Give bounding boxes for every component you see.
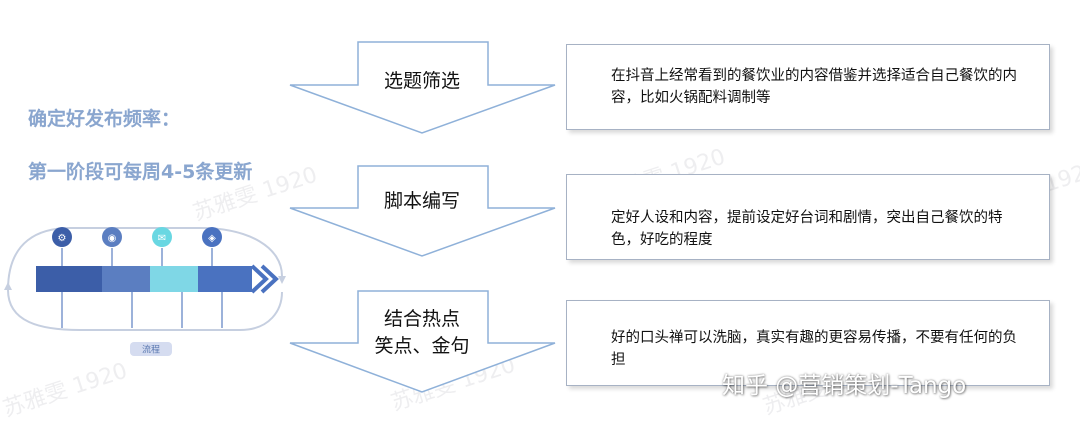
gear-icon: ⚙ [58, 233, 67, 244]
flow-step-circle [102, 227, 122, 247]
description-text: 好的口头禅可以洗脑，真实有趣的更容易传播，不要有任何的负担 [611, 330, 1017, 368]
step-arrow-1 [289, 41, 556, 134]
description-box: 好的口头禅可以洗脑，真实有趣的更容易传播，不要有任何的负担 [566, 300, 1050, 386]
flow-badge-label: 流程 [142, 344, 160, 356]
flow-ring-bottom [7, 289, 283, 331]
flow-step-circle [52, 227, 72, 247]
step-label-script-writing: 脚本编写 [383, 190, 460, 212]
flow-bar-segment [102, 266, 150, 292]
flow-badge [130, 342, 172, 356]
step-label-topic-selection: 选题筛选 [383, 70, 460, 92]
step-arrow-2 [289, 165, 556, 257]
step-label-hotspots: 结合热点 笑点、金句 [323, 306, 521, 360]
flow-bar-segment [36, 266, 102, 292]
flow-ring-top [7, 227, 283, 291]
layers-icon: ◈ [208, 233, 216, 244]
frequency-subheading: 第一阶段可每周4-5条更新 [28, 161, 253, 183]
user-icon: ◉ [108, 233, 117, 244]
flow-ring-arrowhead [4, 282, 12, 290]
flow-step-circle [202, 227, 222, 247]
description-box: 在抖音上经常看到的餐饮业的内容借鉴并选择适合自己餐饮的内容，比如火锅配料调制等 [566, 44, 1050, 130]
flow-bar-segment [150, 266, 198, 292]
flow-step-circle [152, 227, 172, 247]
flow-chevron [260, 264, 279, 294]
description-text: 在抖音上经常看到的餐饮业的内容借鉴并选择适合自己餐饮的内容，比如火锅配料调制等 [611, 68, 1017, 106]
description-box: 定好人设和内容，提前设定好台词和剧情，突出自己餐饮的特色，好吃的程度 [566, 174, 1050, 260]
description-text: 定好人设和内容，提前设定好台词和剧情，突出自己餐饮的特色，好吃的程度 [611, 210, 1003, 248]
flow-chevron [250, 264, 269, 294]
step-label-line: 笑点、金句 [374, 335, 470, 357]
flow-ring-arrowhead [278, 276, 286, 284]
zhihu-credit: 知乎 @营销策划-Tango [722, 373, 967, 399]
flow-bar-segment [198, 266, 252, 292]
step-label-line: 结合热点 [383, 308, 460, 330]
frequency-heading: 确定好发布频率： [28, 108, 181, 130]
process-flow-graphic: ⚙ ◉ ✉ ◈ 流程 [4, 227, 286, 356]
chat-icon: ✉ [158, 233, 166, 244]
step-arrow-3 [289, 290, 556, 393]
